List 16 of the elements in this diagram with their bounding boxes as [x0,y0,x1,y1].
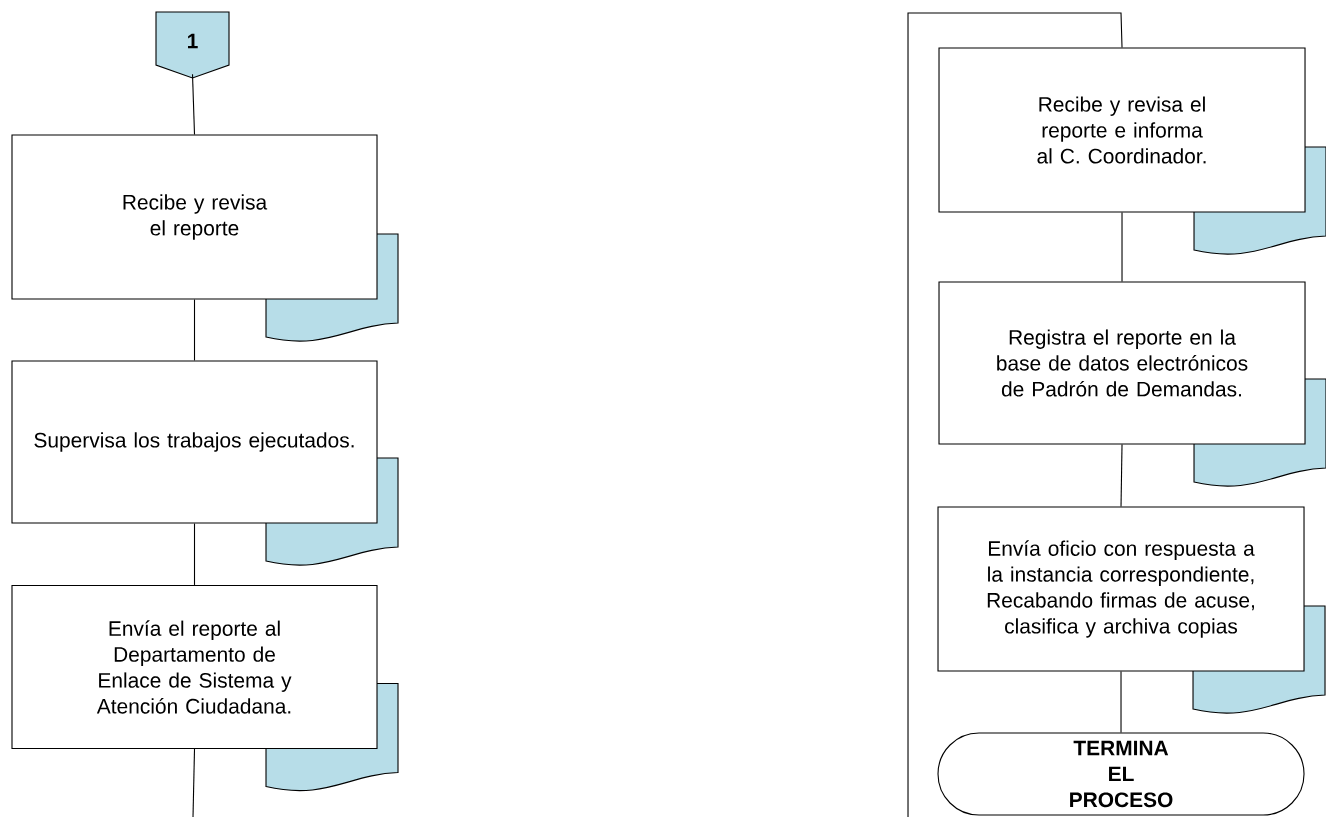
off-page-connector: 1 [155,11,230,79]
terminator: TERMINA EL PROCESO [937,732,1305,816]
connector-line [1120,671,1122,733]
document-process-box: Envía el reporte al Departamento de Enlace de Sistema y Atención Ciudadana. [11,584,399,792]
document-process-box: Recibe y revisa el reporte [11,134,399,342]
document-process-box: Recibe y revisa el reporte e informa al C. Coordinador. [938,47,1326,255]
connector-line [193,523,196,586]
connector-line [192,748,196,817]
connector-line [193,299,196,361]
connector-line [1120,444,1123,507]
document-process-box: Registra el reporte en la base de datos electrónicos de Padrón de Demandas. [938,281,1326,487]
connector-line [907,12,1123,817]
document-process-box: Supervisa los trabajos ejecutados. [11,360,399,566]
connector-line [1121,212,1123,282]
connector-line [191,73,196,135]
document-process-box: Envía oficio con respuesta a la instancia correspondiente, Recabando firmas de acuse, clasifica y archiva copias [937,506,1326,714]
